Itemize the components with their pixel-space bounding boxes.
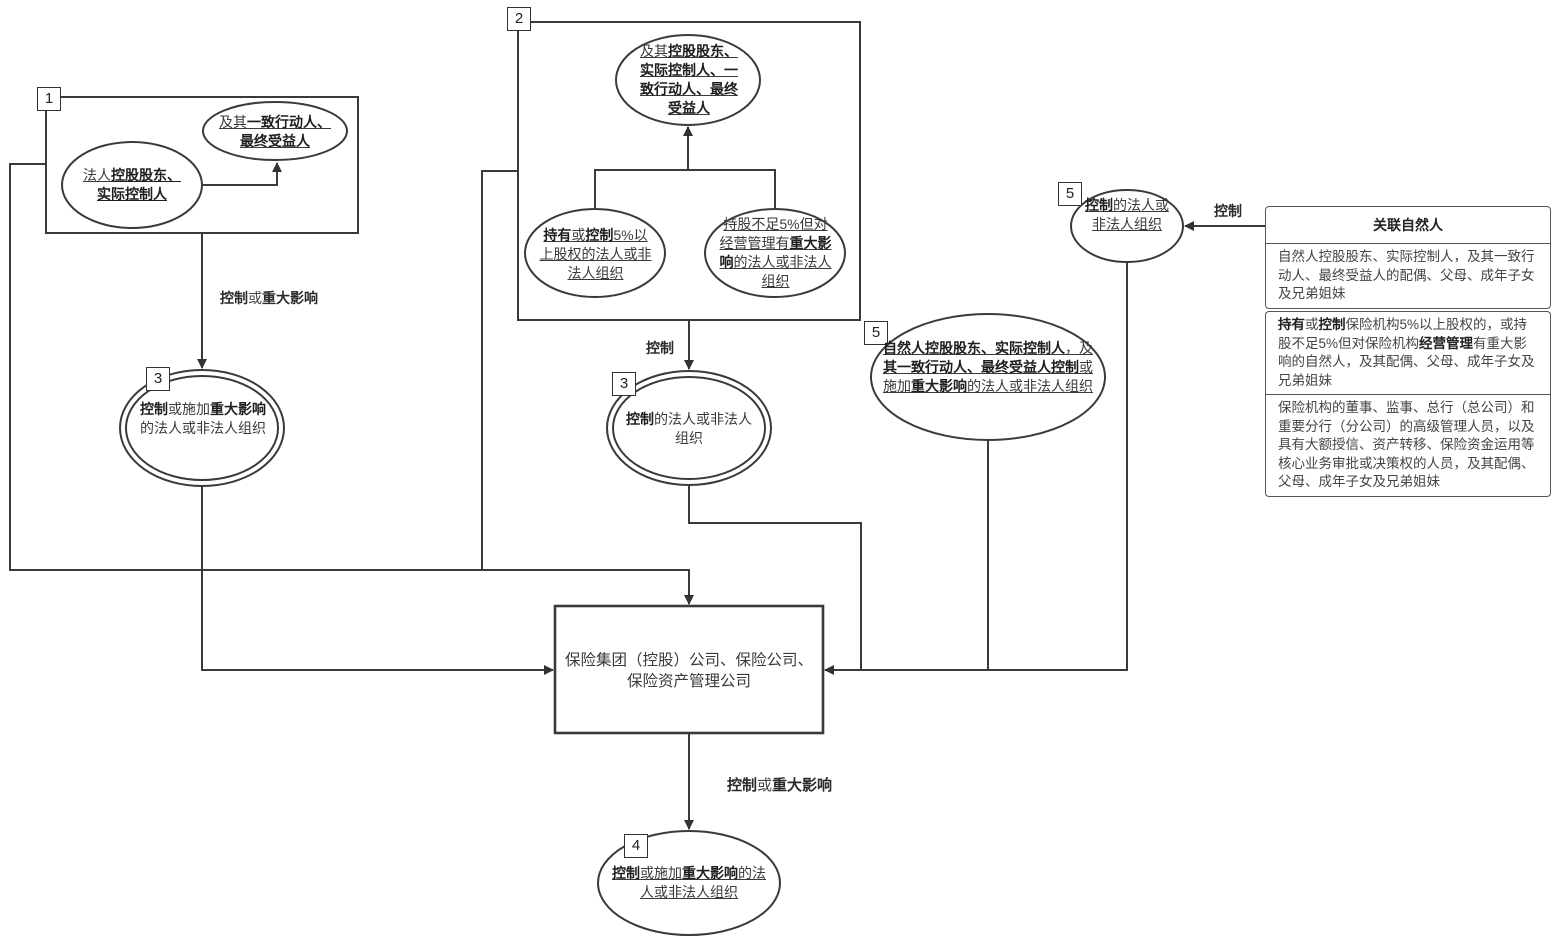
node-2-right-label: 持股不足5%但对经营管理有重大影响的法人或非法人组织 xyxy=(719,216,832,289)
node-5-right-label: 控制的法人或非法人组织 xyxy=(1085,197,1169,232)
card-row-3: 保险机构的董事、监事、总行（总公司）和重要分行（分公司）的高级管理人员，以及具有… xyxy=(1266,394,1550,496)
node-3-mid-inner xyxy=(612,376,766,480)
edge-2-to-center xyxy=(481,170,518,570)
node-3-mid-outer[interactable] xyxy=(606,370,772,486)
center-box-label: 保险集团（控股）公司、保险公司、保险资产管理公司 xyxy=(565,652,814,690)
node-2-left-label: 持有或控制5%以上股权的法人或非法人组织 xyxy=(539,227,652,281)
node-1-main-label: 法人控股股东、实际控制人 xyxy=(83,167,181,202)
node-5-mid-label: 自然人控股股东、实际控制人，及其一致行动人、最终受益人控制或施加重大影响的法人或… xyxy=(883,340,1093,394)
related-persons-card[interactable]: 关联自然人 自然人控股股东、实际控制人，及其一致行动人、最终受益人的配偶、父母、… xyxy=(1265,206,1551,309)
related-persons-card-lower[interactable]: 持有或控制保险机构5%以上股权的，或持股不足5%但对保险机构经营管理有重大影响的… xyxy=(1265,311,1551,497)
node-3-left-inner xyxy=(125,375,279,481)
number-badge-1: 1 xyxy=(37,87,61,111)
edge-3left-to-center xyxy=(201,487,554,675)
edge-label-control-influence-4: 控制或重大影响 xyxy=(727,777,833,794)
node-4-label: 控制或施加重大影响的法人或非法人组织 xyxy=(612,865,766,900)
number-badge-5-mid: 5 xyxy=(864,321,888,345)
edge-label-control-2: 控制 xyxy=(646,340,674,356)
edge-3mid-to-center xyxy=(688,486,862,670)
number-badge-2: 2 xyxy=(507,7,531,31)
edge-5right-to-center xyxy=(824,262,1128,675)
node-2-top-label: 及其控股股东、实际控制人、一致行动人、最终受益人 xyxy=(640,43,738,116)
node-2-top-ellipse[interactable] xyxy=(615,34,761,126)
card-row-1: 自然人控股股东、实际控制人，及其一致行动人、最终受益人的配偶、父母、成年子女及兄… xyxy=(1278,249,1535,301)
edge-2-join xyxy=(594,169,776,209)
edge-label-control-influence-1: 控制或重大影响 xyxy=(220,290,318,306)
node-4-ellipse[interactable] xyxy=(597,830,781,936)
node-3-mid-label: 控制的法人或非法人组织 xyxy=(626,411,752,446)
number-badge-5-right: 5 xyxy=(1058,182,1082,206)
node-1-inner-label: 及其一致行动人、最终受益人 xyxy=(219,114,331,149)
number-badge-3-left: 3 xyxy=(146,367,170,391)
card-title: 关联自然人 xyxy=(1266,207,1550,244)
number-badge-4: 4 xyxy=(624,834,648,858)
node-3-left-label: 控制或施加重大影响的法人或非法人组织 xyxy=(140,401,266,436)
edge-1main-to-1inner xyxy=(202,162,282,186)
node-1-inner-ellipse[interactable] xyxy=(202,101,348,161)
edge-label-control-card: 控制 xyxy=(1214,203,1242,219)
edge-1-to-center xyxy=(9,163,694,605)
node-3-left-outer[interactable] xyxy=(119,369,285,487)
card-row-2: 持有或控制保险机构5%以上股权的，或持股不足5%但对保险机构经营管理有重大影响的… xyxy=(1278,317,1535,388)
number-badge-3-mid: 3 xyxy=(612,372,636,396)
